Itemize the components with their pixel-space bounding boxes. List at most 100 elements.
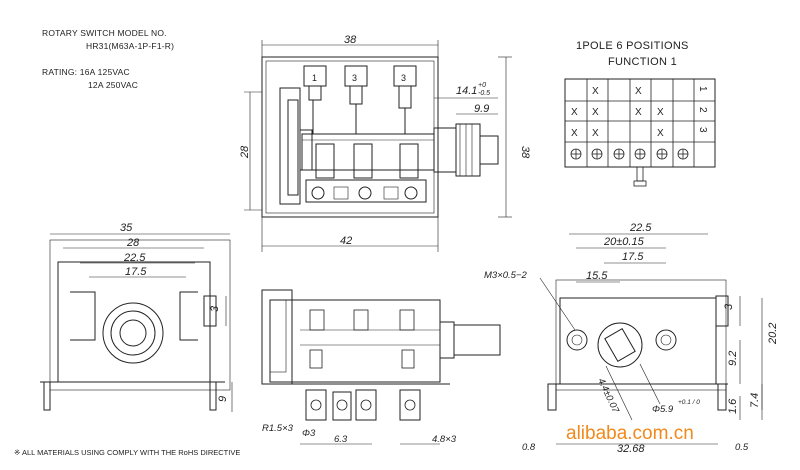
side-view [261, 289, 501, 445]
dim-15-5-rear: 15.5 [586, 270, 608, 282]
dim-14-1: 14.1 [456, 85, 477, 97]
dim-14-1-tol-bot: -0.5 [478, 90, 490, 97]
dim-4-4: 4.4±0.07 [595, 377, 621, 416]
dim-1-6: 1.6 [727, 398, 739, 414]
front-pin-left [43, 381, 51, 411]
switch-body [301, 133, 435, 171]
rear-pin-right [717, 383, 727, 411]
cell-r2-c2: X [592, 107, 599, 118]
rating-line-2: 12A 250VAC [88, 80, 139, 90]
model-label: ROTARY SWITCH MODEL NO. [42, 28, 167, 38]
dim-20-rear: 20±0.15 [603, 236, 645, 248]
dim-phi5-9-tol: +0.1 / 0 [678, 399, 700, 406]
rear-hole-left [566, 329, 588, 351]
side-body [269, 299, 441, 383]
dim-r1-5: R1.5×3 [262, 423, 294, 434]
side-knob-housing [261, 289, 293, 385]
dim-42: 42 [340, 235, 352, 247]
front-plate [57, 261, 211, 383]
watermark: alibaba.com.cn [566, 423, 694, 444]
model-number: HR31(M63A-1P-F1-R) [86, 41, 175, 51]
terminal-wires [312, 100, 406, 134]
screw-3 [404, 186, 418, 200]
terminal-3-label: 3 [401, 73, 406, 83]
cell-r3-c1: X [571, 128, 578, 139]
front-ring [110, 310, 156, 356]
screw-2 [358, 186, 372, 200]
leader-m3 [539, 277, 576, 331]
side-terminal-3 [355, 389, 377, 421]
dim-32-68: 32.68 [617, 443, 645, 455]
dim-phi3: Φ3 [302, 428, 316, 439]
dim-phi5-9: Φ5.9 [652, 404, 674, 415]
dim-17-5-rear: 17.5 [622, 251, 644, 263]
rear-view [539, 233, 763, 445]
top-view [244, 40, 512, 252]
contact-block-1 [315, 143, 335, 179]
dim-22-5-rear: 22.5 [629, 222, 652, 234]
dim-3-front: 3 [209, 305, 221, 312]
dim-20-2: 20.2 [767, 323, 779, 345]
dim-28-top: 28 [239, 145, 251, 159]
contact-block-3 [399, 143, 419, 179]
row-label-2: 2 [697, 107, 708, 113]
cell-r3-c2: X [592, 128, 599, 139]
contact-block-2 [353, 143, 373, 179]
side-terminal-2 [332, 391, 352, 421]
positions-title: 1POLE 6 POSITIONS [576, 40, 689, 52]
front-tab-right [179, 291, 198, 341]
dim-14-1-tol-top: +0 [478, 82, 486, 89]
terminal-1-label: 1 [312, 73, 317, 83]
row-label-3: 3 [697, 127, 708, 133]
cell-r1-c2: X [592, 86, 599, 97]
function-table-cells: X X X X X X X X X 1 2 3 [571, 86, 708, 139]
terminal-legs [308, 86, 412, 109]
dim-38-right: 38 [519, 146, 531, 159]
dim-7-4: 7.4 [749, 393, 761, 408]
rear-frame [555, 279, 727, 391]
front-tab-left [70, 291, 96, 341]
front-view [40, 233, 233, 412]
shaft-base [433, 127, 457, 173]
rear-side-ear [715, 295, 729, 327]
dim-35: 35 [120, 222, 133, 234]
side-shaft [453, 324, 501, 356]
rohs-note: ※ ALL MATERIALS USING COMPLY WITH THE Ro… [14, 448, 241, 457]
rear-pin-left [547, 383, 557, 411]
dim-m3: M3×0.5−2 [484, 270, 527, 281]
rear-shaft-ring [597, 322, 643, 368]
dim-0-5: 0.5 [735, 442, 749, 453]
front-bezel [102, 302, 164, 364]
screw-strip [305, 179, 427, 203]
cell-r2-c1: X [571, 107, 578, 118]
rating-line-1: RATING: 16A 125VAC [42, 67, 130, 77]
function-title: FUNCTION 1 [608, 56, 677, 68]
knob-housing [279, 87, 301, 205]
cell-r1-c4: X [635, 86, 642, 97]
shaft-tip [479, 135, 499, 165]
top-view-inner-frame [265, 60, 435, 214]
dim-9-front: 9 [217, 396, 229, 402]
screw-1 [311, 186, 325, 200]
rear-hole-right [655, 329, 677, 351]
dim-3-rear: 3 [723, 303, 735, 310]
dim-17-5-front: 17.5 [125, 266, 147, 278]
cell-r2-c5: X [657, 107, 664, 118]
rear-plate [559, 297, 717, 385]
side-shaft-base [439, 321, 455, 359]
rear-shaft-flat [604, 328, 636, 362]
terminal-2-label: 3 [352, 73, 357, 83]
front-view-frame [49, 239, 231, 391]
knob-ring [287, 99, 299, 196]
dim-9-2: 9.2 [727, 351, 739, 366]
terminal-1 [303, 65, 327, 87]
cell-r2-c4: X [635, 107, 642, 118]
dim-6-3: 6.3 [334, 434, 348, 445]
dim-22-5-front: 22.5 [123, 252, 146, 264]
shaft-knurl [455, 123, 481, 177]
front-pin-right [209, 381, 217, 411]
side-terminal-4 [399, 389, 421, 421]
terminal-3 [393, 65, 417, 87]
side-terminal-1 [305, 389, 327, 421]
